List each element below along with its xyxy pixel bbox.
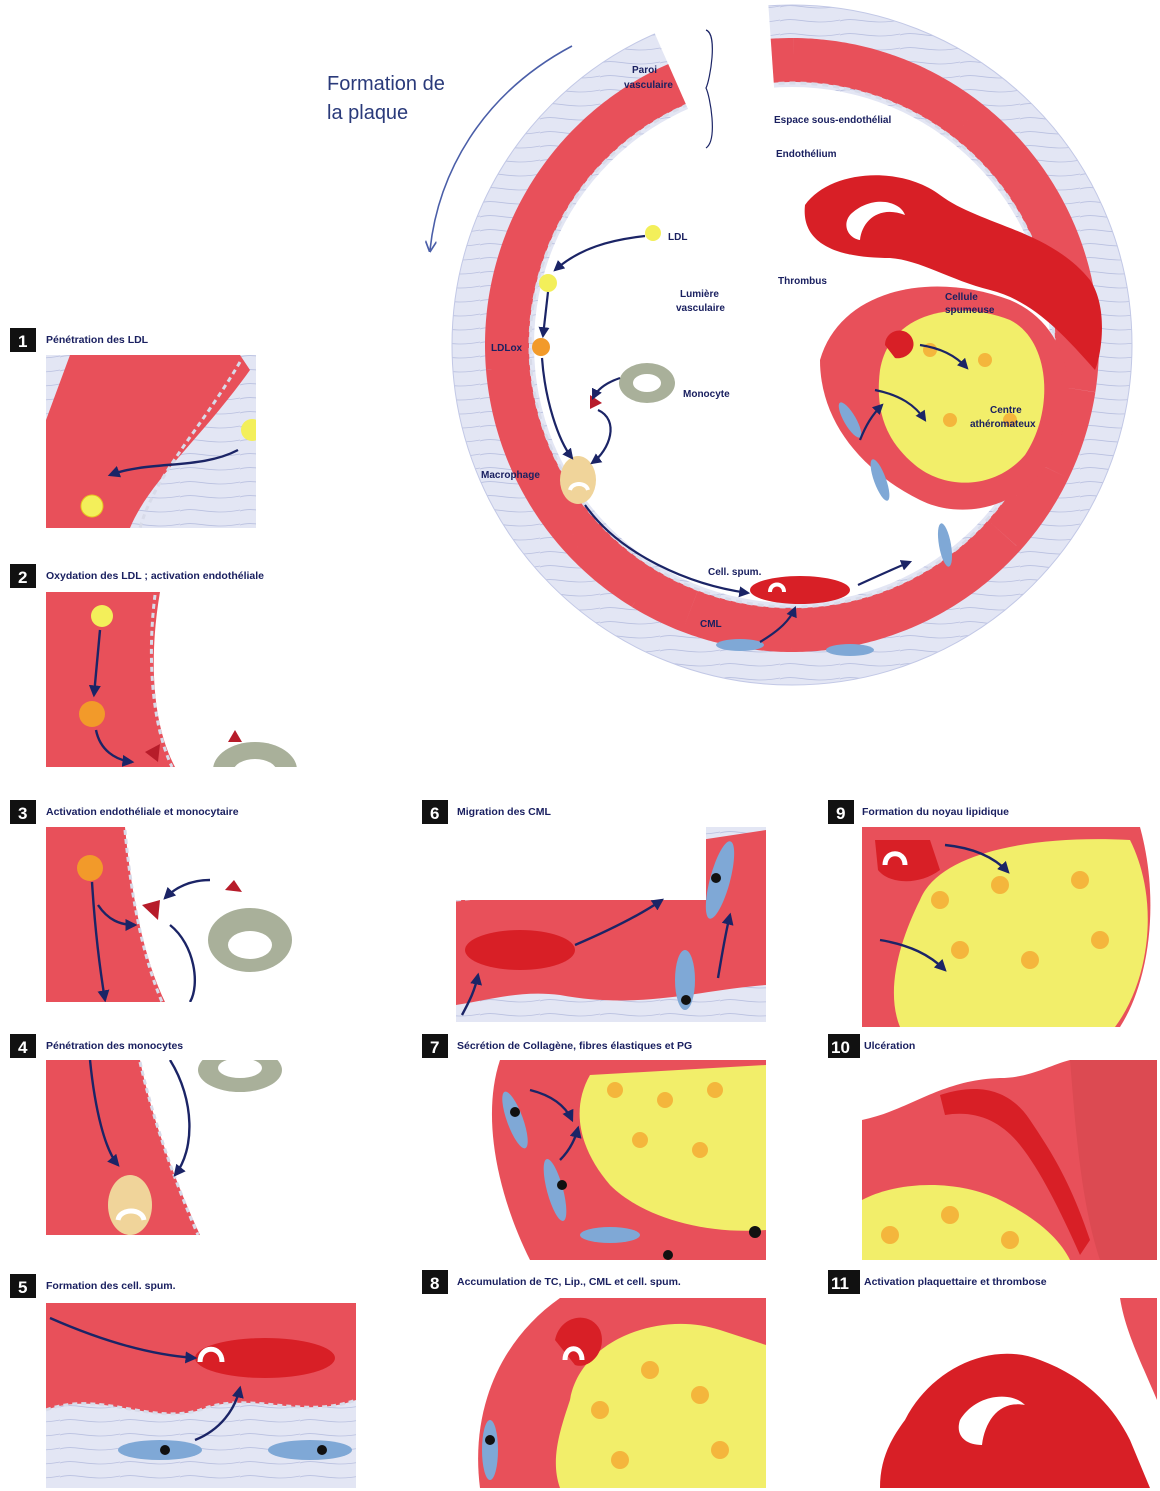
label-endothelium: Endothélium [776, 149, 837, 160]
label-lumiere-2: vasculaire [676, 303, 725, 314]
label-espace: Espace sous-endothélial [774, 115, 891, 126]
foam-cell [750, 576, 850, 604]
step-2: 2 Oxydation des LDL ; activation endothé… [10, 564, 356, 798]
ldl-particle [645, 225, 661, 241]
label-paroi-2: vasculaire [624, 80, 673, 91]
step-title: Formation des cell. spum. [46, 1280, 176, 1292]
title-line-1: Formation de [327, 73, 445, 95]
step-number: 8 [430, 1274, 439, 1293]
step-number: 2 [18, 568, 27, 587]
label-centre-2: athéromateux [970, 419, 1036, 430]
step-title: Pénétration des LDL [46, 334, 149, 346]
step-9: 9 Formation du noyau lipidique [828, 800, 1157, 1027]
step-11: 11 Activation plaquettaire et thrombose [828, 1270, 1157, 1488]
step-5: 5 Formation des cell. spum. [10, 1274, 356, 1488]
title-line-2: la plaque [327, 102, 408, 124]
label-thrombus: Thrombus [778, 276, 827, 287]
step-number: 11 [831, 1274, 849, 1293]
step-3: 3 Activation endothéliale et monocytaire [10, 800, 356, 1002]
label-lumiere-1: Lumière [680, 289, 719, 300]
label-macrophage: Macrophage [481, 470, 540, 481]
step-title: Sécrétion de Collagène, fibres élastique… [457, 1040, 692, 1052]
step-title: Formation du noyau lipidique [862, 806, 1009, 818]
step-4: 4 Pénétration des monocytes [10, 1034, 356, 1235]
core-droplet [943, 413, 957, 427]
step-title: Activation endothéliale et monocytaire [46, 806, 239, 818]
step-title: Ulcération [864, 1040, 915, 1052]
step-title: Pénétration des monocytes [46, 1040, 183, 1052]
step-number: 4 [18, 1038, 28, 1057]
step-1: 1 Pénétration des LDL [10, 328, 263, 528]
step-title: Oxydation des LDL ; activation endothéli… [46, 570, 264, 582]
ldl-particle [539, 274, 557, 292]
step-title: Accumulation de TC, Lip., CML et cell. s… [457, 1276, 681, 1288]
step-10: 10 Ulcération [828, 1034, 1157, 1260]
cml-cell [826, 644, 874, 656]
monocyte-nucleus [633, 374, 661, 392]
step-number: 9 [836, 804, 845, 823]
step-7: 7 Sécrétion de Collagène, fibres élastiq… [422, 1034, 766, 1260]
label-ldlox: LDLox [491, 343, 523, 354]
step-number: 6 [430, 804, 439, 823]
cml-cell [716, 639, 764, 651]
macrophage [560, 456, 596, 504]
label-cellule-2: spumeuse [945, 305, 995, 316]
label-ldl: LDL [668, 232, 687, 243]
label-cml: CML [700, 619, 722, 630]
step-8: 8 Accumulation de TC, Lip., CML et cell.… [422, 1270, 766, 1488]
step-number: 5 [18, 1278, 27, 1297]
step-number: 1 [18, 332, 27, 351]
step-number: 7 [430, 1038, 439, 1057]
step-6: 6 Migration des CML [422, 800, 766, 1022]
label-cellule-1: Cellule [945, 292, 978, 303]
label-monocyte: Monocyte [683, 389, 730, 400]
step-number: 3 [18, 804, 27, 823]
step-number: 10 [831, 1038, 850, 1057]
label-centre-1: Centre [990, 405, 1022, 416]
label-cellspum: Cell. spum. [708, 567, 762, 578]
core-droplet [978, 353, 992, 367]
label-paroi-1: Paroi [632, 65, 657, 76]
artery-circle: Paroi vasculaire Espace sous-endothélial… [452, 0, 1132, 685]
step-title: Activation plaquettaire et thrombose [864, 1276, 1047, 1288]
ldlox-particle [532, 338, 550, 356]
main-title: Formation de la plaque [327, 73, 445, 124]
step-title: Migration des CML [457, 806, 552, 818]
